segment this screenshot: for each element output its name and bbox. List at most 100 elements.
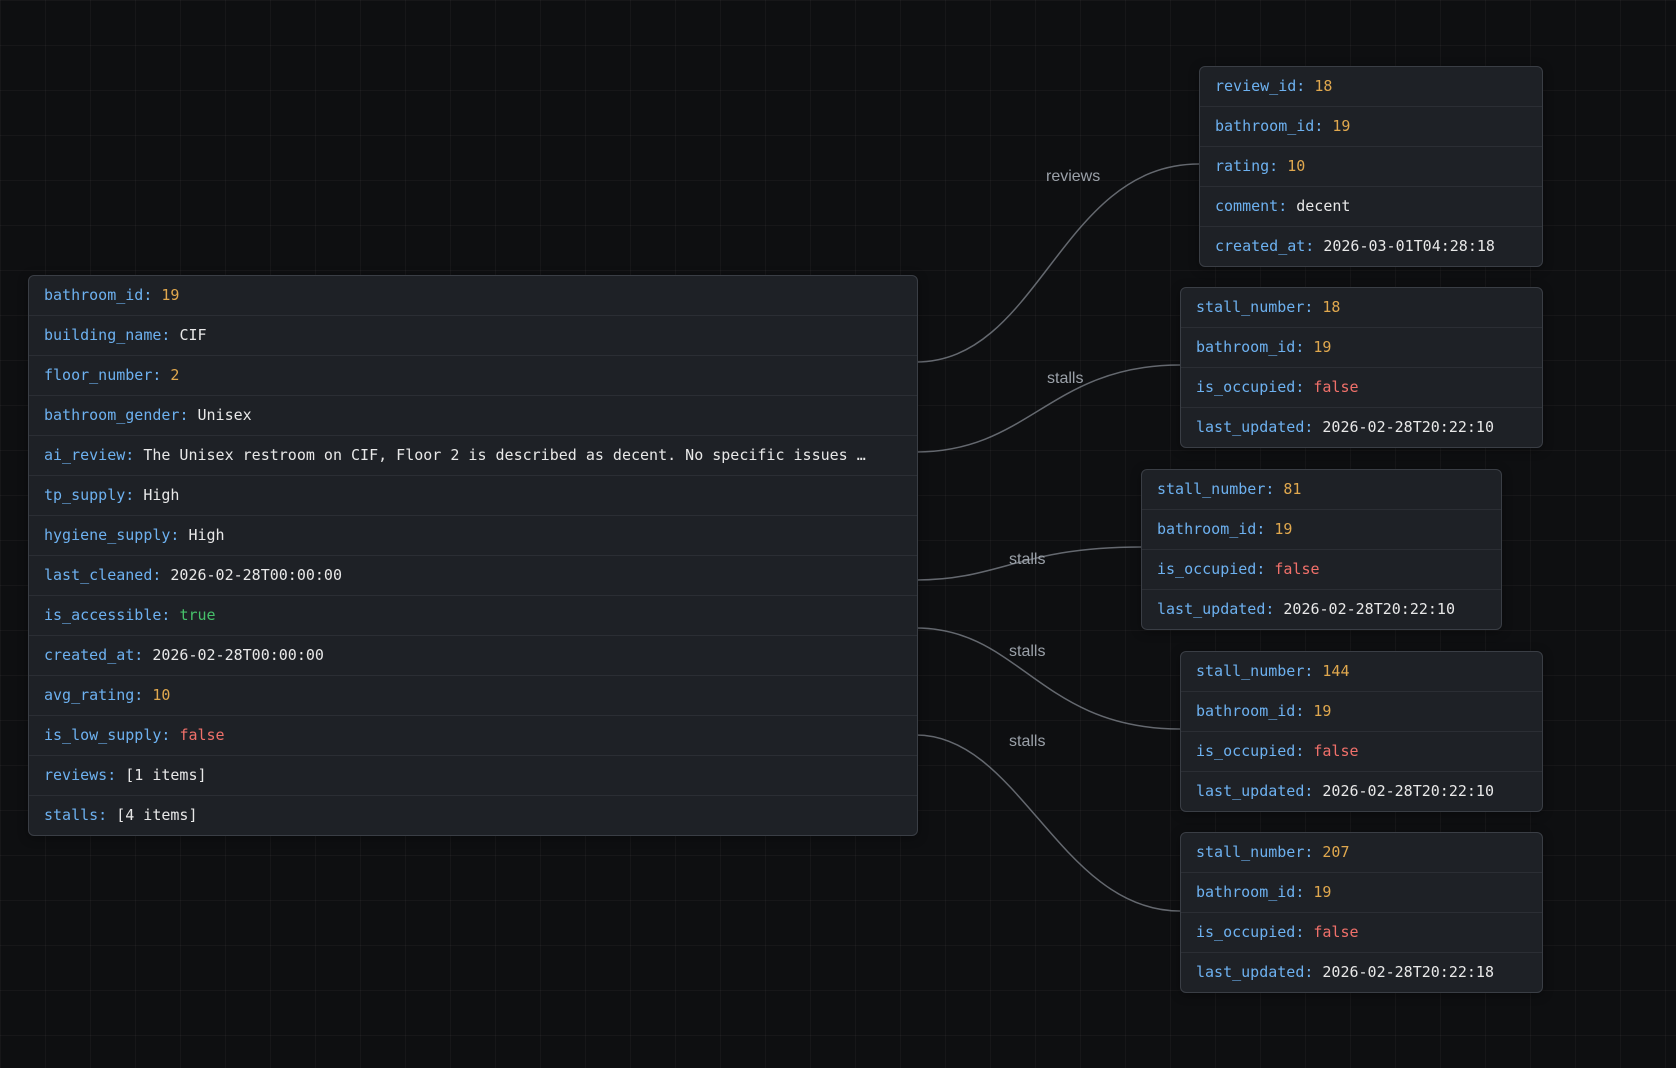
field-row: last_updated: 2026-02-28T20:22:10 <box>1181 407 1542 447</box>
field-value: Unisex <box>197 406 252 424</box>
edge-reviews <box>915 163 1200 363</box>
field-key: stall_number: <box>1157 480 1275 498</box>
stall-node-144[interactable]: stall_number: 144 bathroom_id:19 is_occup… <box>1180 651 1543 812</box>
stall-node-144-rows: stall_number: 144 bathroom_id:19 is_occup… <box>1181 652 1542 811</box>
field-key: building_name: <box>44 326 171 344</box>
field-row: hygiene_supply:High <box>29 515 917 555</box>
field-key: bathroom_id: <box>1157 520 1266 538</box>
field-row: is_occupied:false <box>1181 731 1542 771</box>
field-value: 81 <box>1283 480 1302 498</box>
field-value: 19 <box>161 286 180 304</box>
field-row: rating:10 <box>1200 146 1542 186</box>
field-value: 207 <box>1322 843 1350 861</box>
stall-node-18[interactable]: stall_number:18 bathroom_id: 19 is_occupi… <box>1180 287 1543 448</box>
field-row: is_occupied:false <box>1181 912 1542 952</box>
field-key: last_updated: <box>1157 600 1275 618</box>
field-value: 19 <box>1313 338 1332 356</box>
field-key: is_occupied: <box>1157 560 1266 578</box>
field-key: is_accessible: <box>44 606 171 624</box>
field-key: ai_review: <box>44 446 135 464</box>
stall-node-81-rows: stall_number: 81 bathroom_id: 19 is_occupi… <box>1142 470 1501 629</box>
field-value: 2 <box>170 366 180 384</box>
field-row: stall_number:18 <box>1181 288 1542 327</box>
field-row: floor_number: 2 <box>29 355 917 395</box>
field-value: 19 <box>1313 883 1332 901</box>
field-value: 19 <box>1274 520 1293 538</box>
field-value: false <box>1313 742 1359 760</box>
bathroom-node[interactable]: bathroom_id: 19 building_name: CIF floor_n… <box>28 275 918 836</box>
field-key: last_updated: <box>1196 963 1314 981</box>
field-key: floor_number: <box>44 366 162 384</box>
field-row: bathroom_id:19 <box>1181 691 1542 731</box>
edge-stalls-3 <box>915 627 1181 730</box>
edge-label-stalls-2: stalls <box>1009 551 1046 568</box>
field-value: 2026-02-28T20:22:10 <box>1283 600 1455 618</box>
field-value: CIF <box>179 326 207 344</box>
stall-node-207-rows: stall_number: 207 bathroom_id: 19 is_occup… <box>1181 833 1542 992</box>
field-row: bathroom_id: 19 <box>1181 327 1542 367</box>
field-row: stall_number: 207 <box>1181 833 1542 872</box>
field-row: bathroom_id: 19 <box>1181 872 1542 912</box>
field-key: tp_supply: <box>44 486 135 504</box>
field-key: last_updated: <box>1196 782 1314 800</box>
edge-label-reviews: reviews <box>1046 168 1101 185</box>
field-row: tp_supply:High <box>29 475 917 515</box>
field-row: bathroom_gender: Unisex <box>29 395 917 435</box>
stall-node-81[interactable]: stall_number: 81 bathroom_id: 19 is_occupi… <box>1141 469 1502 630</box>
field-row: created_at: 2026-03-01T04:28:18 <box>1200 226 1542 266</box>
field-value: 10 <box>1287 157 1306 175</box>
field-key: last_updated: <box>1196 418 1314 436</box>
field-value: 2026-02-28T20:22:18 <box>1322 963 1494 981</box>
edge-label-stalls-4: stalls <box>1009 733 1046 750</box>
field-row: stall_number: 144 <box>1181 652 1542 691</box>
field-value: 2026-02-28T20:22:10 <box>1322 418 1494 436</box>
field-value: true <box>179 606 216 624</box>
field-key: bathroom_id: <box>1196 338 1305 356</box>
field-value: 2026-02-28T20:22:10 <box>1322 782 1494 800</box>
field-value: false <box>1274 560 1320 578</box>
field-key: bathroom_id: <box>1196 883 1305 901</box>
stall-node-18-rows: stall_number:18 bathroom_id: 19 is_occupi… <box>1181 288 1542 447</box>
field-value: false <box>1313 378 1359 396</box>
field-key: bathroom_gender: <box>44 406 189 424</box>
field-row: created_at:2026-02-28T00:00:00 <box>29 635 917 675</box>
field-key: stalls: <box>44 806 108 824</box>
field-row: review_id:18 <box>1200 67 1542 106</box>
field-value: 144 <box>1322 662 1350 680</box>
field-value: The Unisex restroom on CIF, Floor 2 is d… <box>143 446 866 464</box>
edge-stalls-4 <box>915 734 1181 912</box>
field-row: is_occupied: false <box>1142 549 1501 589</box>
field-key: comment: <box>1215 197 1288 215</box>
field-value: 18 <box>1314 77 1333 95</box>
field-row: is_occupied:false <box>1181 367 1542 407</box>
field-row: comment: decent <box>1200 186 1542 226</box>
field-value: 19 <box>1313 702 1332 720</box>
field-key: bathroom_id: <box>44 286 153 304</box>
review-node-rows: review_id:18 bathroom_id:19 rating:10 co… <box>1200 67 1542 266</box>
field-value: decent <box>1296 197 1351 215</box>
field-value: 18 <box>1322 298 1341 316</box>
field-key: created_at: <box>44 646 144 664</box>
field-row: last_updated: 2026-02-28T20:22:10 <box>1142 589 1501 629</box>
field-row: avg_rating:10 <box>29 675 917 715</box>
field-value: [1 items] <box>125 766 207 784</box>
field-row: ai_review: The Unisex restroom on CIF, Fl… <box>29 435 917 475</box>
field-key: is_low_supply: <box>44 726 171 744</box>
edge-stalls-2 <box>915 546 1142 581</box>
field-key: stall_number: <box>1196 662 1314 680</box>
field-key: avg_rating: <box>44 686 144 704</box>
field-row: stalls:[4 items] <box>29 795 917 835</box>
field-row: last_updated: 2026-02-28T20:22:18 <box>1181 952 1542 992</box>
stall-node-207[interactable]: stall_number: 207 bathroom_id: 19 is_occup… <box>1180 832 1543 993</box>
bathroom-node-rows: bathroom_id: 19 building_name: CIF floor_n… <box>29 276 917 835</box>
field-value: 2026-03-01T04:28:18 <box>1323 237 1495 255</box>
field-key: created_at: <box>1215 237 1315 255</box>
field-key: reviews: <box>44 766 117 784</box>
field-row: building_name: CIF <box>29 315 917 355</box>
field-value: 19 <box>1332 117 1351 135</box>
field-row: last_cleaned:2026-02-28T00:00:00 <box>29 555 917 595</box>
field-row: bathroom_id: 19 <box>1142 509 1501 549</box>
review-node[interactable]: review_id:18 bathroom_id:19 rating:10 co… <box>1199 66 1543 267</box>
field-key: stall_number: <box>1196 843 1314 861</box>
